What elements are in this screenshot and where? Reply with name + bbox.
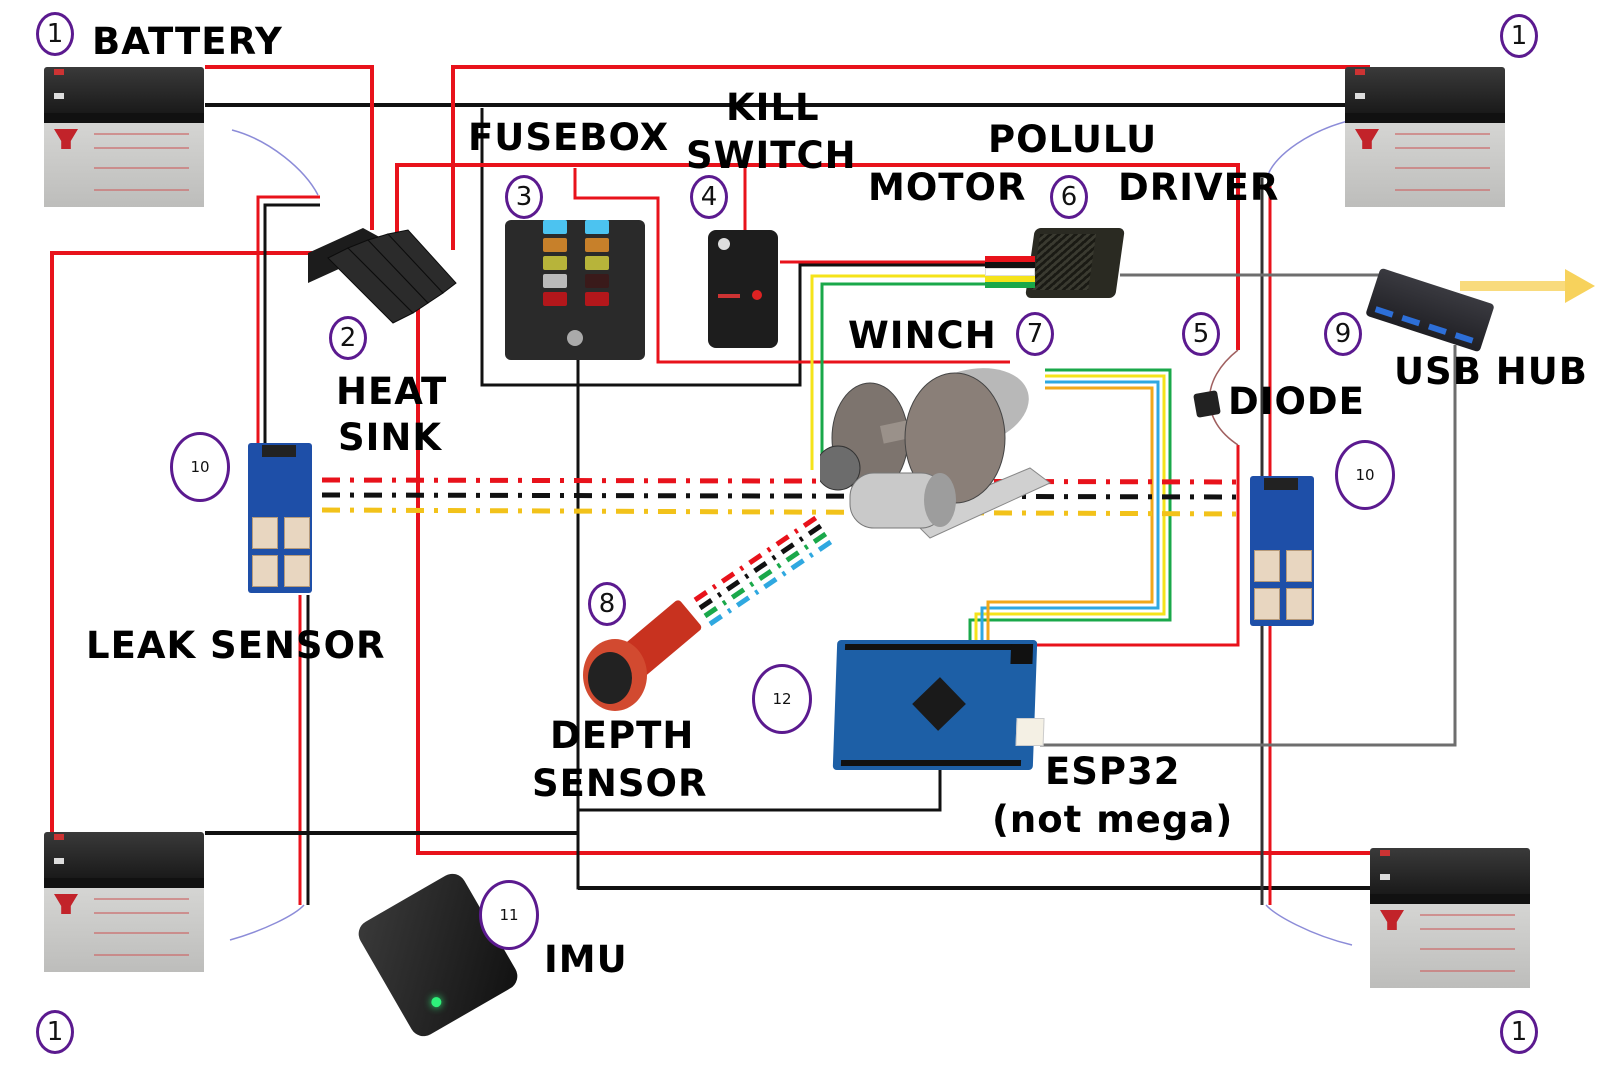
battery-bottom-left [44, 832, 204, 972]
wire-depth-blue [708, 536, 837, 627]
badge-esp32: 12 [752, 664, 812, 734]
label-esp32: ESP32 [1045, 750, 1181, 793]
wire-usb-hub-esp [1040, 345, 1457, 747]
wire-ground-esp [578, 770, 942, 812]
label-diode: DIODE [1228, 380, 1365, 423]
badge-battery-top-right: 1 [1500, 14, 1538, 58]
leak-sensor-left [248, 443, 312, 593]
wire-leak-signal-yellow [321, 507, 1246, 517]
wire-signal-green-driver [820, 282, 985, 470]
label-usb-hub: USB HUB [1394, 350, 1588, 393]
esp32-board [832, 640, 1045, 770]
badge-kill-switch: 4 [690, 175, 728, 219]
wire-power-heatsink-fusebox [395, 163, 1240, 350]
wire-leak-signal-black [321, 492, 1246, 500]
battery-lead-br [1265, 904, 1353, 946]
wire-power-battery-tl [205, 65, 374, 230]
badge-motor-driver: 6 [1050, 175, 1088, 219]
badge-battery-bottom-left: 1 [36, 1010, 74, 1054]
microcontroller-chip-icon [912, 677, 966, 731]
badge-leak-sensor-right: 10 [1335, 440, 1395, 510]
wire-power-top-outer [451, 65, 1370, 250]
badge-battery-bottom-right: 1 [1500, 1010, 1538, 1054]
label-winch: WINCH [848, 314, 997, 357]
label-polulu: POLULU [988, 118, 1158, 161]
label-not-mega: (not mega) [992, 798, 1234, 841]
heat-sink-icon [308, 228, 457, 324]
wire-leak-left-red [256, 195, 320, 445]
badge-diode: 5 [1182, 312, 1220, 356]
label-imu: IMU [544, 938, 628, 981]
battery-bottom-right [1370, 848, 1530, 988]
badge-heat-sink: 2 [329, 316, 367, 360]
kill-switch [708, 230, 778, 348]
label-kill: KILL [726, 86, 820, 129]
label-fusebox: FUSEBOX [468, 116, 670, 159]
depth-sensor [580, 600, 720, 720]
fusebox [505, 220, 645, 360]
battery-lead-tr [1267, 119, 1353, 176]
battery-top-right [1345, 67, 1505, 207]
wire-ground-fusebox-loop [480, 108, 1010, 387]
badge-imu: 11 [479, 880, 539, 950]
winch-icon [815, 368, 1051, 539]
wire-signal-blue-esp [980, 380, 1160, 640]
label-sensor: SENSOR [532, 762, 708, 805]
badge-winch: 7 [1016, 312, 1054, 356]
battery-lead-tl [231, 129, 319, 196]
wire-depth-red [693, 512, 822, 603]
winch [815, 368, 1070, 558]
wire-diode-to-esp [1035, 445, 1240, 647]
wire-signal-green-esp [968, 368, 1172, 640]
wire-power-bottom-loop [416, 300, 1370, 855]
wire-depth-green [703, 528, 832, 619]
wire-signal-yellow-esp [974, 374, 1166, 640]
label-depth: DEPTH [550, 714, 695, 757]
depth-sensor-icon [583, 600, 702, 711]
wire-depth-black [698, 520, 827, 611]
badge-battery-top-left: 1 [36, 12, 74, 56]
label-driver: DRIVER [1118, 166, 1280, 209]
usb-connector-icon [1015, 718, 1045, 746]
battery-top-left [44, 67, 204, 207]
badge-depth-sensor: 8 [588, 582, 626, 626]
wire-leak-left-black [263, 203, 320, 445]
output-arrow-icon [1460, 269, 1595, 303]
badge-leak-sensor-left: 10 [170, 432, 230, 502]
wire-power-left-vertical [50, 251, 312, 832]
label-switch: SWITCH [686, 134, 857, 177]
label-battery: BATTERY [92, 20, 283, 63]
heat-sink [308, 228, 458, 338]
wire-signal-orange-esp [986, 386, 1154, 640]
polulu-motor-driver [1025, 228, 1125, 298]
wire-signal-yellow-driver [810, 274, 985, 470]
leak-sensor-right [1250, 476, 1314, 626]
diode [1193, 390, 1221, 418]
wire-leak-signal-red [321, 477, 1246, 485]
badge-fusebox: 3 [505, 175, 543, 219]
battery-lead-bl [229, 904, 305, 941]
status-led-icon [429, 995, 444, 1009]
label-motor: MOTOR [868, 166, 1027, 209]
label-sink: SINK [338, 416, 443, 459]
wire-power-fusebox-out [573, 168, 1010, 364]
driver-wire-bundle [985, 256, 1035, 292]
label-heat: HEAT [336, 370, 448, 413]
badge-usb-hub: 9 [1324, 312, 1362, 356]
label-leak-sensor: LEAK SENSOR [86, 624, 386, 667]
